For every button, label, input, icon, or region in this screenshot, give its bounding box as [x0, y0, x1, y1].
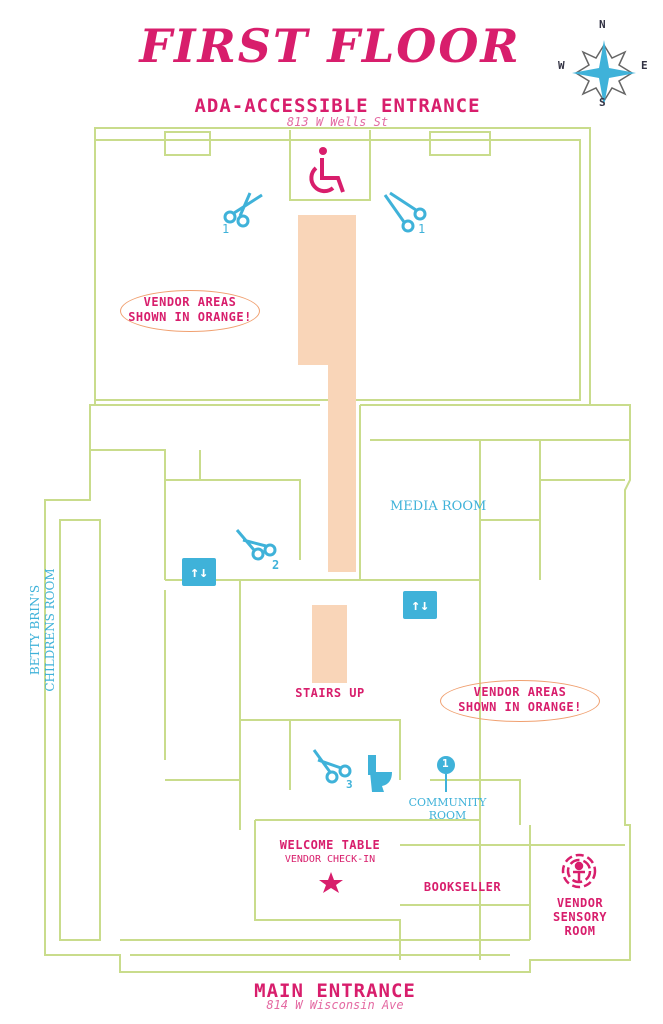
compass-s: S: [599, 96, 606, 109]
compass-n: N: [599, 18, 606, 31]
info-pin-number: 1: [442, 757, 449, 770]
welcome-table-label: WELCOME TABLE: [279, 838, 381, 852]
vendor-check-in-label: VENDOR CHECK-IN: [284, 854, 376, 865]
vendor-areas-note-right: VENDOR AREAS SHOWN IN ORANGE!: [440, 680, 600, 722]
toilet-icon: [368, 755, 392, 792]
label-line: ROOM: [564, 924, 596, 938]
ada-entrance-label: ADA-ACCESSIBLE ENTRANCE: [194, 95, 481, 117]
note-line: SHOWN IN ORANGE!: [458, 700, 582, 714]
main-entrance-address: 814 W Wisconsin Ave: [266, 998, 404, 1012]
note-line: VENDOR AREAS: [143, 295, 237, 309]
stairs-label: STAIRS UP: [295, 686, 365, 700]
page-title: FIRST FLOOR: [139, 19, 521, 73]
label-line: SENSORY: [552, 910, 608, 924]
scissors-icon: [312, 749, 352, 784]
vendor-area-corridor: [328, 360, 356, 572]
scissors-number: 3: [346, 778, 353, 791]
scissors-number: 1: [222, 222, 230, 236]
label-line: ROOM: [428, 809, 467, 822]
note-line: SHOWN IN ORANGE!: [128, 310, 252, 324]
vendor-area-stairs: [312, 605, 347, 683]
sensory-room-icon: [561, 853, 597, 889]
compass-e: E: [641, 59, 648, 72]
scissors-icon: [223, 192, 263, 228]
info-pin-icon: [437, 756, 455, 792]
note-line: VENDOR AREAS: [473, 685, 567, 699]
vendor-sensory-room-label: VENDOR SENSORY ROOM: [540, 896, 620, 938]
label-line: BETTY BRIN'S: [28, 584, 42, 676]
ada-entrance-address: 813 W Wells St: [286, 115, 389, 129]
vendor-area-north: [298, 215, 356, 365]
childrens-room-label: BETTY BRIN'S CHILDRENS ROOM: [28, 555, 58, 705]
bookseller-label: BOOKSELLER: [423, 880, 502, 894]
scissors-icon: [383, 191, 427, 233]
label-line: CHILDRENS ROOM: [43, 568, 57, 692]
elevator-icon: ↑↓: [403, 591, 437, 619]
scissors-icon: [235, 529, 277, 561]
media-room-label: MEDIA ROOM: [390, 499, 487, 514]
elevator-icon: ↑↓: [182, 558, 216, 586]
wheelchair-icon: [309, 147, 345, 194]
star-icon: [319, 872, 343, 893]
main-entrance-label: MAIN ENTRANCE: [254, 980, 416, 1002]
scissors-number: 2: [272, 558, 280, 572]
compass-w: W: [558, 59, 565, 72]
vendor-areas-note-top: VENDOR AREAS SHOWN IN ORANGE!: [120, 290, 260, 332]
community-room-label: COMMUNITY ROOM: [400, 796, 495, 822]
label-line: VENDOR: [556, 896, 604, 910]
scissors-number: 1: [418, 222, 426, 236]
compass-rose-icon: [572, 40, 636, 106]
label-line: COMMUNITY: [408, 796, 487, 809]
